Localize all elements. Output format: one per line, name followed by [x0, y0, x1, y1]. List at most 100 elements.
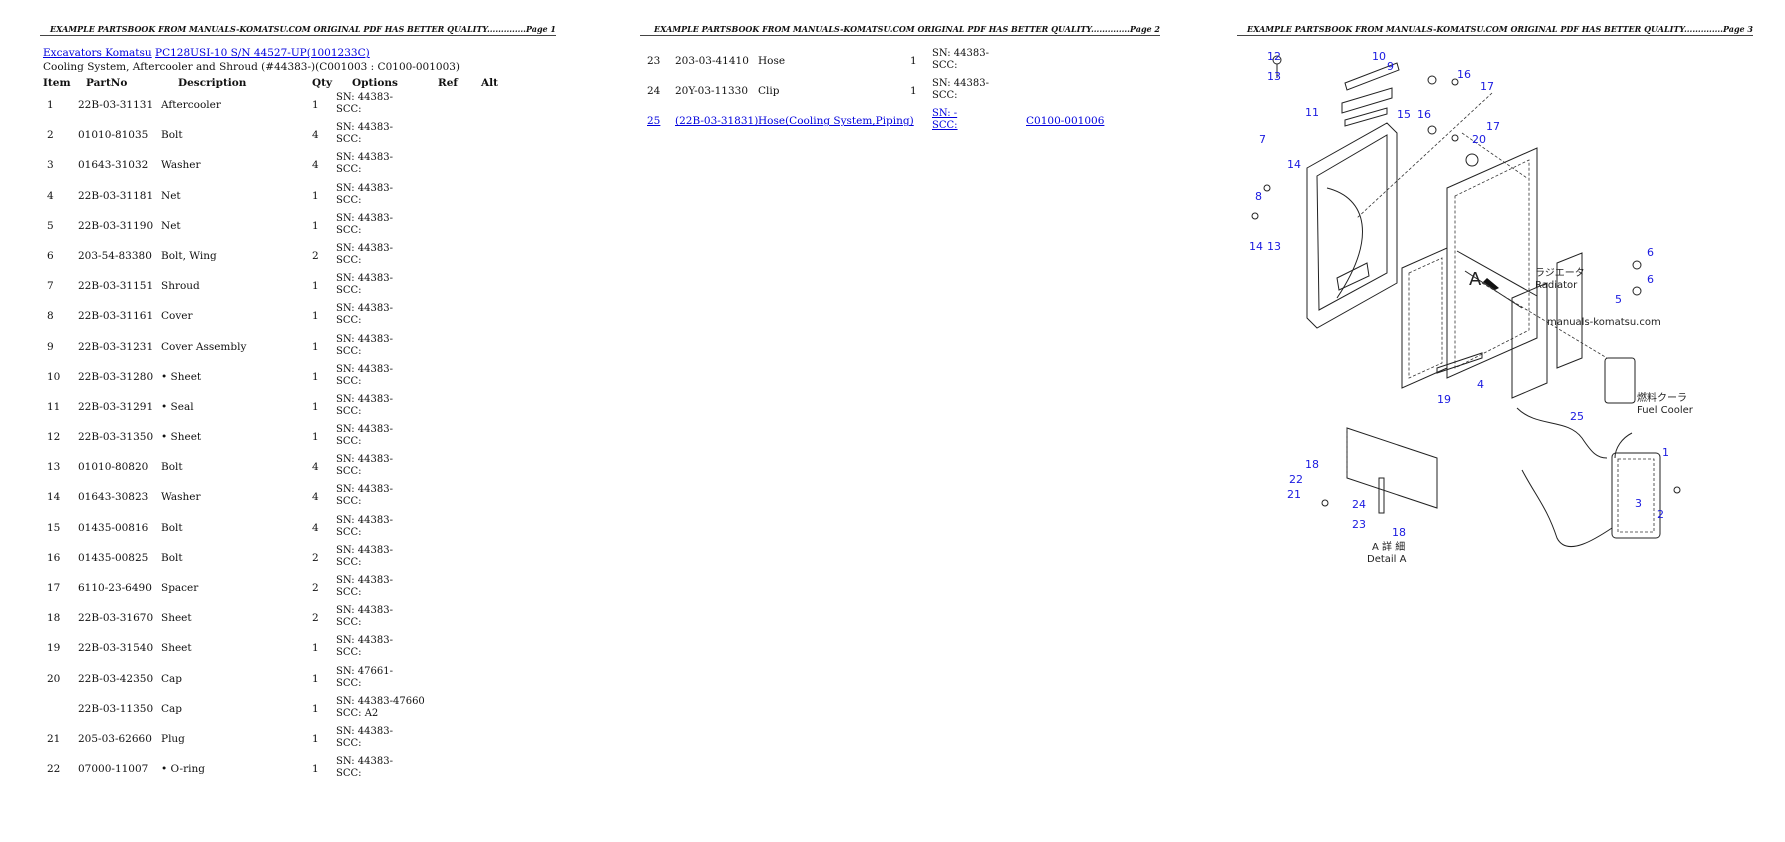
detail-jp-label: A 詳 細 — [1372, 540, 1405, 553]
option-sn: SN: 44383- — [336, 273, 393, 285]
option-sn: SN: - — [932, 108, 958, 120]
col-description: Description — [178, 77, 247, 89]
part-description: Aftercooler — [161, 99, 221, 111]
options: SN: 44383-SCC: — [336, 484, 393, 508]
part-number: 22B-03-31350 — [78, 431, 154, 444]
option-scc: SCC: — [336, 768, 362, 780]
part-description: Washer — [161, 159, 201, 172]
quantity: 1 — [312, 763, 319, 776]
options: SN: 44383-SCC: — [336, 92, 393, 116]
cooler-jp-label: 燃料クーラ — [1637, 391, 1687, 404]
item-number: 2 — [47, 129, 54, 142]
part-number: 205-03-62660 — [78, 732, 152, 745]
item-number: 6 — [47, 249, 54, 262]
option-scc: SCC: A2 — [336, 707, 379, 719]
option-scc: SCC: — [336, 617, 362, 629]
callout-number: 3 — [1635, 497, 1642, 510]
page-2: EXAMPLE PARTSBOOK FROM MANUALS-KOMATSU.C… — [640, 0, 1160, 842]
part-description: Washer — [161, 491, 201, 504]
radiator-label: Radiator — [1535, 280, 1578, 291]
option-sn: SN: 44383- — [336, 303, 393, 315]
option-scc: SCC: — [336, 345, 362, 357]
part-number: 22B-03-31231 — [78, 340, 154, 353]
part-description: Hose — [758, 55, 786, 67]
quantity: 1 — [312, 219, 319, 232]
options: SN: 44383-SCC: — [336, 424, 393, 448]
item-number: 4 — [47, 189, 54, 202]
options: SN: 44383-SCC: — [932, 78, 989, 102]
part-description[interactable]: Hose(Cooling System,Piping) — [758, 115, 914, 128]
callout-number: 15 — [1397, 108, 1411, 121]
option-sn: SN: 44383- — [336, 212, 393, 224]
option-sn: SN: 44383- — [336, 393, 393, 405]
part-number: 6110-23-6490 — [78, 582, 152, 594]
diagram-svg: A ラジエータ Radiator 燃料クーラ Fuel Cooler A 詳 細… — [1249, 50, 1694, 565]
option-sn: SN: 44383- — [336, 424, 393, 436]
item-number: 10 — [47, 370, 61, 383]
breadcrumb-model-link[interactable]: PC128USI-10 S/N 44527-UP(1001233C) — [155, 47, 370, 59]
options: SN: 44383-SCC: — [336, 152, 393, 176]
options: SN: 44383-SCC: — [336, 213, 393, 237]
item-number[interactable]: 25 — [647, 115, 661, 128]
options: SN: 44383-SCC: — [336, 726, 393, 750]
option-sn: SN: 44383- — [336, 152, 393, 164]
part-description: Bolt, Wing — [161, 249, 217, 262]
item-number: 9 — [47, 340, 54, 353]
quantity: 4 — [312, 461, 319, 474]
part-description: Sheet — [161, 642, 192, 655]
quantity: 1 — [312, 370, 319, 383]
hose-drawing — [1516, 407, 1633, 548]
option-sn: SN: 44383- — [336, 333, 393, 345]
col-options: Options — [352, 77, 398, 89]
breadcrumb-category-link[interactable]: Excavators Komatsu — [43, 47, 152, 59]
leader-lines — [1356, 92, 1608, 359]
option-sn: SN: 44383- — [932, 48, 989, 59]
quantity: 1 — [312, 400, 319, 413]
part-description: Clip — [758, 85, 780, 98]
option-scc: SCC: — [932, 120, 958, 132]
options: SN: 44383-SCC: — [336, 454, 393, 478]
callout-number: 6 — [1647, 273, 1654, 286]
part-number[interactable]: (22B-03-31831) — [675, 115, 759, 128]
part-description: Cover Assembly — [161, 340, 247, 353]
callout-number: 23 — [1352, 518, 1366, 531]
table-row[interactable]: 25 (22B-03-31831)Hose(Cooling System,Pipi… — [640, 108, 1160, 138]
option-scc: SCC: — [336, 677, 362, 689]
part-description: Sheet — [161, 612, 192, 625]
quantity: 1 — [312, 672, 319, 685]
col-ref: Ref — [438, 77, 458, 89]
part-description: Net — [161, 219, 181, 232]
options[interactable]: SN: -SCC: — [932, 108, 958, 132]
callout-number: 4 — [1477, 378, 1484, 391]
callout-number: 21 — [1287, 488, 1301, 501]
option-sn: SN: 44383- — [336, 122, 393, 134]
callout-number: 13 — [1267, 70, 1281, 83]
option-sn: SN: 44383- — [932, 78, 989, 90]
item-number: 19 — [47, 642, 61, 655]
item-number: 17 — [47, 582, 61, 594]
quantity: 1 — [312, 431, 319, 444]
callout-number: 9 — [1387, 60, 1394, 73]
reference[interactable]: C0100-001006 — [1026, 115, 1105, 128]
callout-number: 7 — [1259, 133, 1266, 146]
option-scc: SCC: — [336, 315, 362, 327]
options: SN: 44383-SCC: — [336, 364, 393, 388]
option-scc: SCC: — [336, 737, 362, 749]
part-number: 203-54-83380 — [78, 249, 152, 262]
table-header: Item PartNo Description Qty Options Ref … — [40, 77, 560, 91]
part-description: Bolt — [161, 461, 183, 474]
options: SN: 44383-SCC: — [336, 303, 393, 327]
part-description: Spacer — [161, 582, 199, 594]
options: SN: 44383-SCC: — [336, 334, 393, 358]
callout-number: 13 — [1267, 240, 1281, 253]
page-3: EXAMPLE PARTSBOOK FROM MANUALS-KOMATSU.C… — [1237, 0, 1753, 842]
item-number: 15 — [47, 521, 61, 534]
option-sn: SN: 44383- — [336, 514, 393, 526]
